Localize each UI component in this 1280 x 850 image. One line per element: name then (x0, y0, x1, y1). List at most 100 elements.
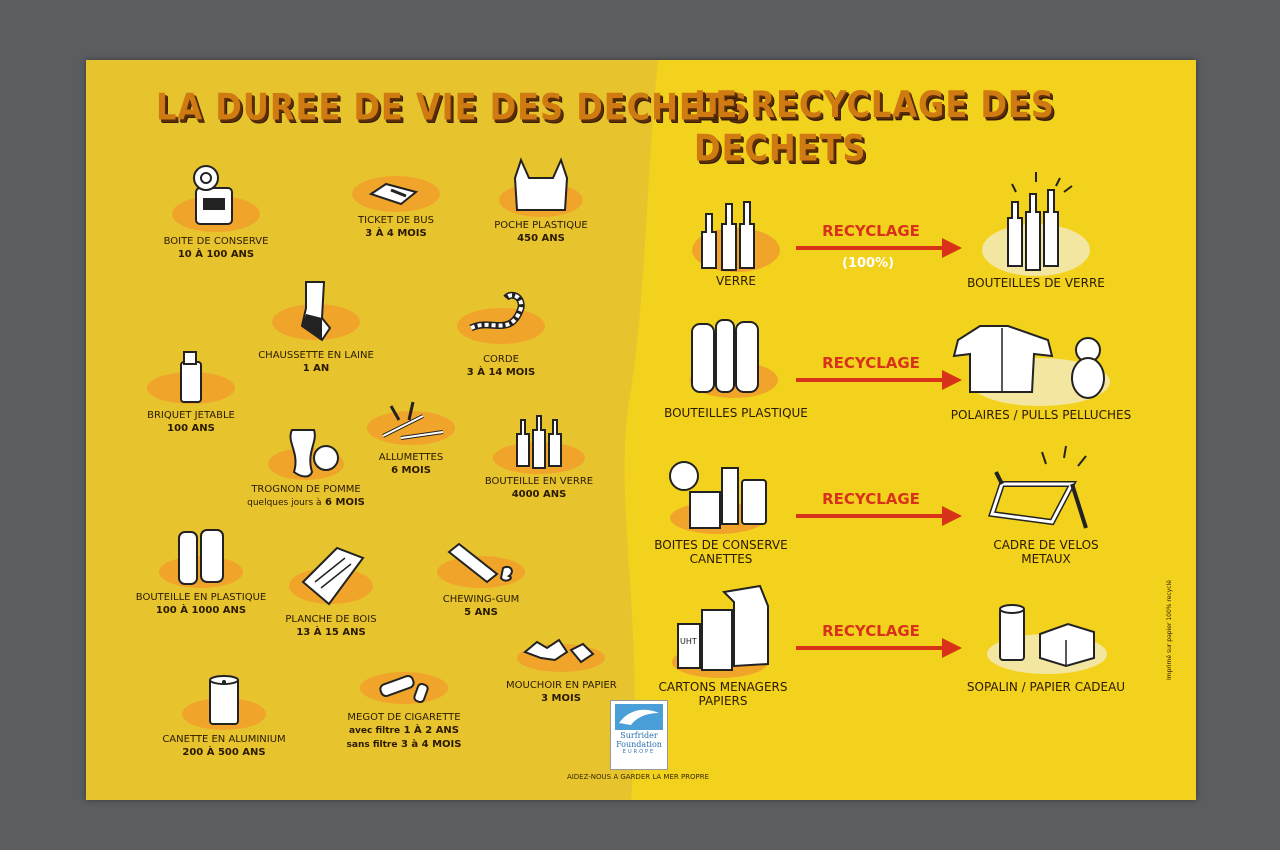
apple-core-label: TROGNON DE POMME (251, 484, 361, 495)
row3-recycle-label: RECYCLAGE (822, 490, 920, 508)
item-lighter: BRIQUET JETABLE 100 ANS (136, 348, 246, 435)
cigarette-with-filter: avec filtre 1 À 2 ANS (339, 724, 469, 738)
row2-result: POLAIRES / PULLS PELLUCHES (950, 408, 1132, 422)
poster: LA DUREE DE VIE DES DECHETS LE RECYCLAGE… (86, 60, 1196, 800)
row1-percent: (100%) (842, 256, 895, 271)
bus-ticket-icon (352, 176, 440, 212)
cigarette-with-filter-pre: avec filtre (348, 726, 401, 736)
item-chewing-gum: CHEWING-GUM 5 ANS (426, 538, 536, 619)
row3-result-line2: METAUX (1021, 552, 1071, 566)
glass-bottle-duration: 4000 ANS (511, 489, 567, 500)
plastic-bottle-label: BOUTEILLE EN PLASTIQUE (135, 592, 267, 603)
can-duration: 200 À 500 ANS (182, 747, 266, 758)
plastic-bag-duration: 450 ANS (517, 233, 565, 244)
left-title: LA DUREE DE VIE DES DECHETS (156, 85, 749, 129)
sock-icon (272, 281, 360, 342)
cigarette-with-filter-value: 1 À 2 ANS (403, 725, 460, 736)
plastic-bottle-duration: 100 À 1000 ANS (155, 605, 247, 616)
side-note: Imprimé sur papier 100% recyclé (1166, 580, 1173, 680)
item-cigarette: MEGOT DE CIGARETTE avec filtre 1 À 2 ANS… (339, 664, 469, 752)
row3-arrow-icon (796, 506, 962, 526)
rope-duration: 3 À 14 MOIS (466, 367, 536, 378)
tissue-duration: 3 MOIS (541, 693, 581, 704)
tissue-icon (517, 638, 605, 672)
tin-can-label: BOITE DE CONSERVE (163, 236, 269, 247)
row3-source: BOITES DE CONSERVE CANETTES (646, 538, 796, 566)
item-apple-core: TROGNON DE POMME quelques jours à 6 MOIS (231, 422, 381, 510)
wood-plank-label: PLANCHE DE BOIS (285, 614, 377, 625)
row3-result: CADRE DE VELOS METAUX (966, 538, 1126, 566)
paper-towel-and-gift-icon (987, 604, 1107, 674)
logo-line1: Surfrider (620, 731, 658, 740)
row2-arrow-icon (796, 370, 962, 390)
cigarette-label: MEGOT DE CIGARETTE (347, 712, 461, 723)
lighter-icon (147, 351, 235, 404)
plastic-bag-icon (499, 157, 583, 217)
apple-core-duration-pre: quelques jours à (247, 498, 322, 508)
glass-bottle-label: BOUTEILLE EN VERRE (484, 476, 594, 487)
row4-result: SOPALIN / PAPIER CADEAU (966, 680, 1126, 694)
item-plastic-bag: POCHE PLASTIQUE 450 ANS (476, 148, 606, 245)
apple-core-duration: quelques jours à 6 MOIS (231, 496, 381, 510)
cigarette-without-filter: sans filtre 3 à 4 MOIS (339, 738, 469, 752)
milk-carton-text: UHT (680, 637, 697, 646)
row1-result: BOUTEILLES DE VERRE (967, 276, 1105, 290)
slogan: AIDEZ-NOUS A GARDER LA MER PROPRE (566, 773, 710, 781)
item-can: CANETTE EN ALUMINIUM 200 À 500 ANS (154, 668, 294, 759)
row4-arrow-icon (796, 638, 962, 658)
tin-cans-icon (669, 461, 767, 534)
chewing-gum-duration: 5 ANS (464, 607, 498, 618)
matches-icon (367, 401, 455, 445)
cigarette-without-filter-pre: sans filtre (346, 740, 398, 750)
row3-result-line1: CADRE DE VELOS (993, 538, 1099, 552)
rope-label: CORDE (483, 354, 519, 365)
matches-label: ALLUMETTES (378, 452, 444, 463)
item-matches: ALLUMETTES 6 MOIS (356, 396, 466, 477)
row4-source: CARTONS MENAGERS PAPIERS (648, 680, 798, 708)
logo-line3: EUROPE (622, 749, 656, 755)
wave-icon (615, 704, 663, 730)
row3-source-line1: BOITES DE CONSERVE (654, 538, 788, 552)
item-wood-plank: PLANCHE DE BOIS 13 À 15 ANS (276, 542, 386, 639)
right-title: LE RECYCLAGE DES DECHETS (694, 82, 1055, 170)
row2-recycle-label: RECYCLAGE (822, 354, 920, 372)
item-plastic-bottle: BOUTEILLE EN PLASTIQUE 100 À 1000 ANS (131, 522, 271, 617)
bike-frame-icon (988, 445, 1088, 529)
surfrider-logo: Surfrider Foundation EUROPE (610, 700, 668, 770)
matches-duration: 6 MOIS (391, 465, 431, 476)
row2-source: BOUTEILLES PLASTIQUE (664, 406, 808, 420)
item-sock: CHAUSSETTE EN LAINE 1 AN (241, 278, 391, 375)
lighter-label: BRIQUET JETABLE (147, 410, 235, 421)
logo-line2: Foundation (616, 740, 662, 749)
sock-duration: 1 AN (302, 363, 330, 374)
chewing-gum-icon (437, 542, 525, 588)
item-tissue: MOUCHOIR EN PAPIER 3 MOIS (506, 628, 617, 705)
row1-arrow-icon (796, 238, 962, 258)
row4-recycle-label: RECYCLAGE (822, 622, 920, 640)
chewing-gum-label: CHEWING-GUM (442, 594, 520, 605)
cigarette-icon (360, 672, 448, 704)
apple-core-icon (268, 429, 344, 480)
row4-source-line2: PAPIERS (698, 694, 748, 708)
bus-ticket-label: TICKET DE BUS (358, 215, 434, 226)
plastic-bottles-icon (690, 319, 778, 398)
apple-core-duration-value: 6 MOIS (325, 497, 365, 508)
item-bus-ticket: TICKET DE BUS 3 À 4 MOIS (331, 170, 461, 240)
recycled-glass-bottles-icon (982, 172, 1090, 276)
bus-ticket-duration: 3 À 4 MOIS (365, 228, 427, 239)
tin-can-icon (172, 165, 260, 232)
rope-icon (457, 291, 545, 344)
row1-recycle-label: RECYCLAGE (822, 222, 920, 240)
cigarette-without-filter-value: 3 à 4 MOIS (400, 739, 462, 750)
wood-plank-duration: 13 À 15 ANS (296, 627, 366, 638)
tissue-label: MOUCHOIR EN PAPIER (506, 680, 617, 691)
glass-bottle-icon (493, 415, 585, 474)
item-tin-can: BOITE DE CONSERVE 10 À 100 ANS (141, 158, 291, 261)
plastic-bottle-icon (159, 529, 243, 588)
row1-source: VERRE (715, 274, 757, 288)
glass-bottles-icon (692, 201, 780, 272)
plastic-bag-label: POCHE PLASTIQUE (494, 220, 588, 231)
wood-plank-icon (289, 546, 373, 606)
cardboard-boxes-icon: UHT (672, 584, 769, 678)
can-label: CANETTE EN ALUMINIUM (162, 734, 286, 745)
